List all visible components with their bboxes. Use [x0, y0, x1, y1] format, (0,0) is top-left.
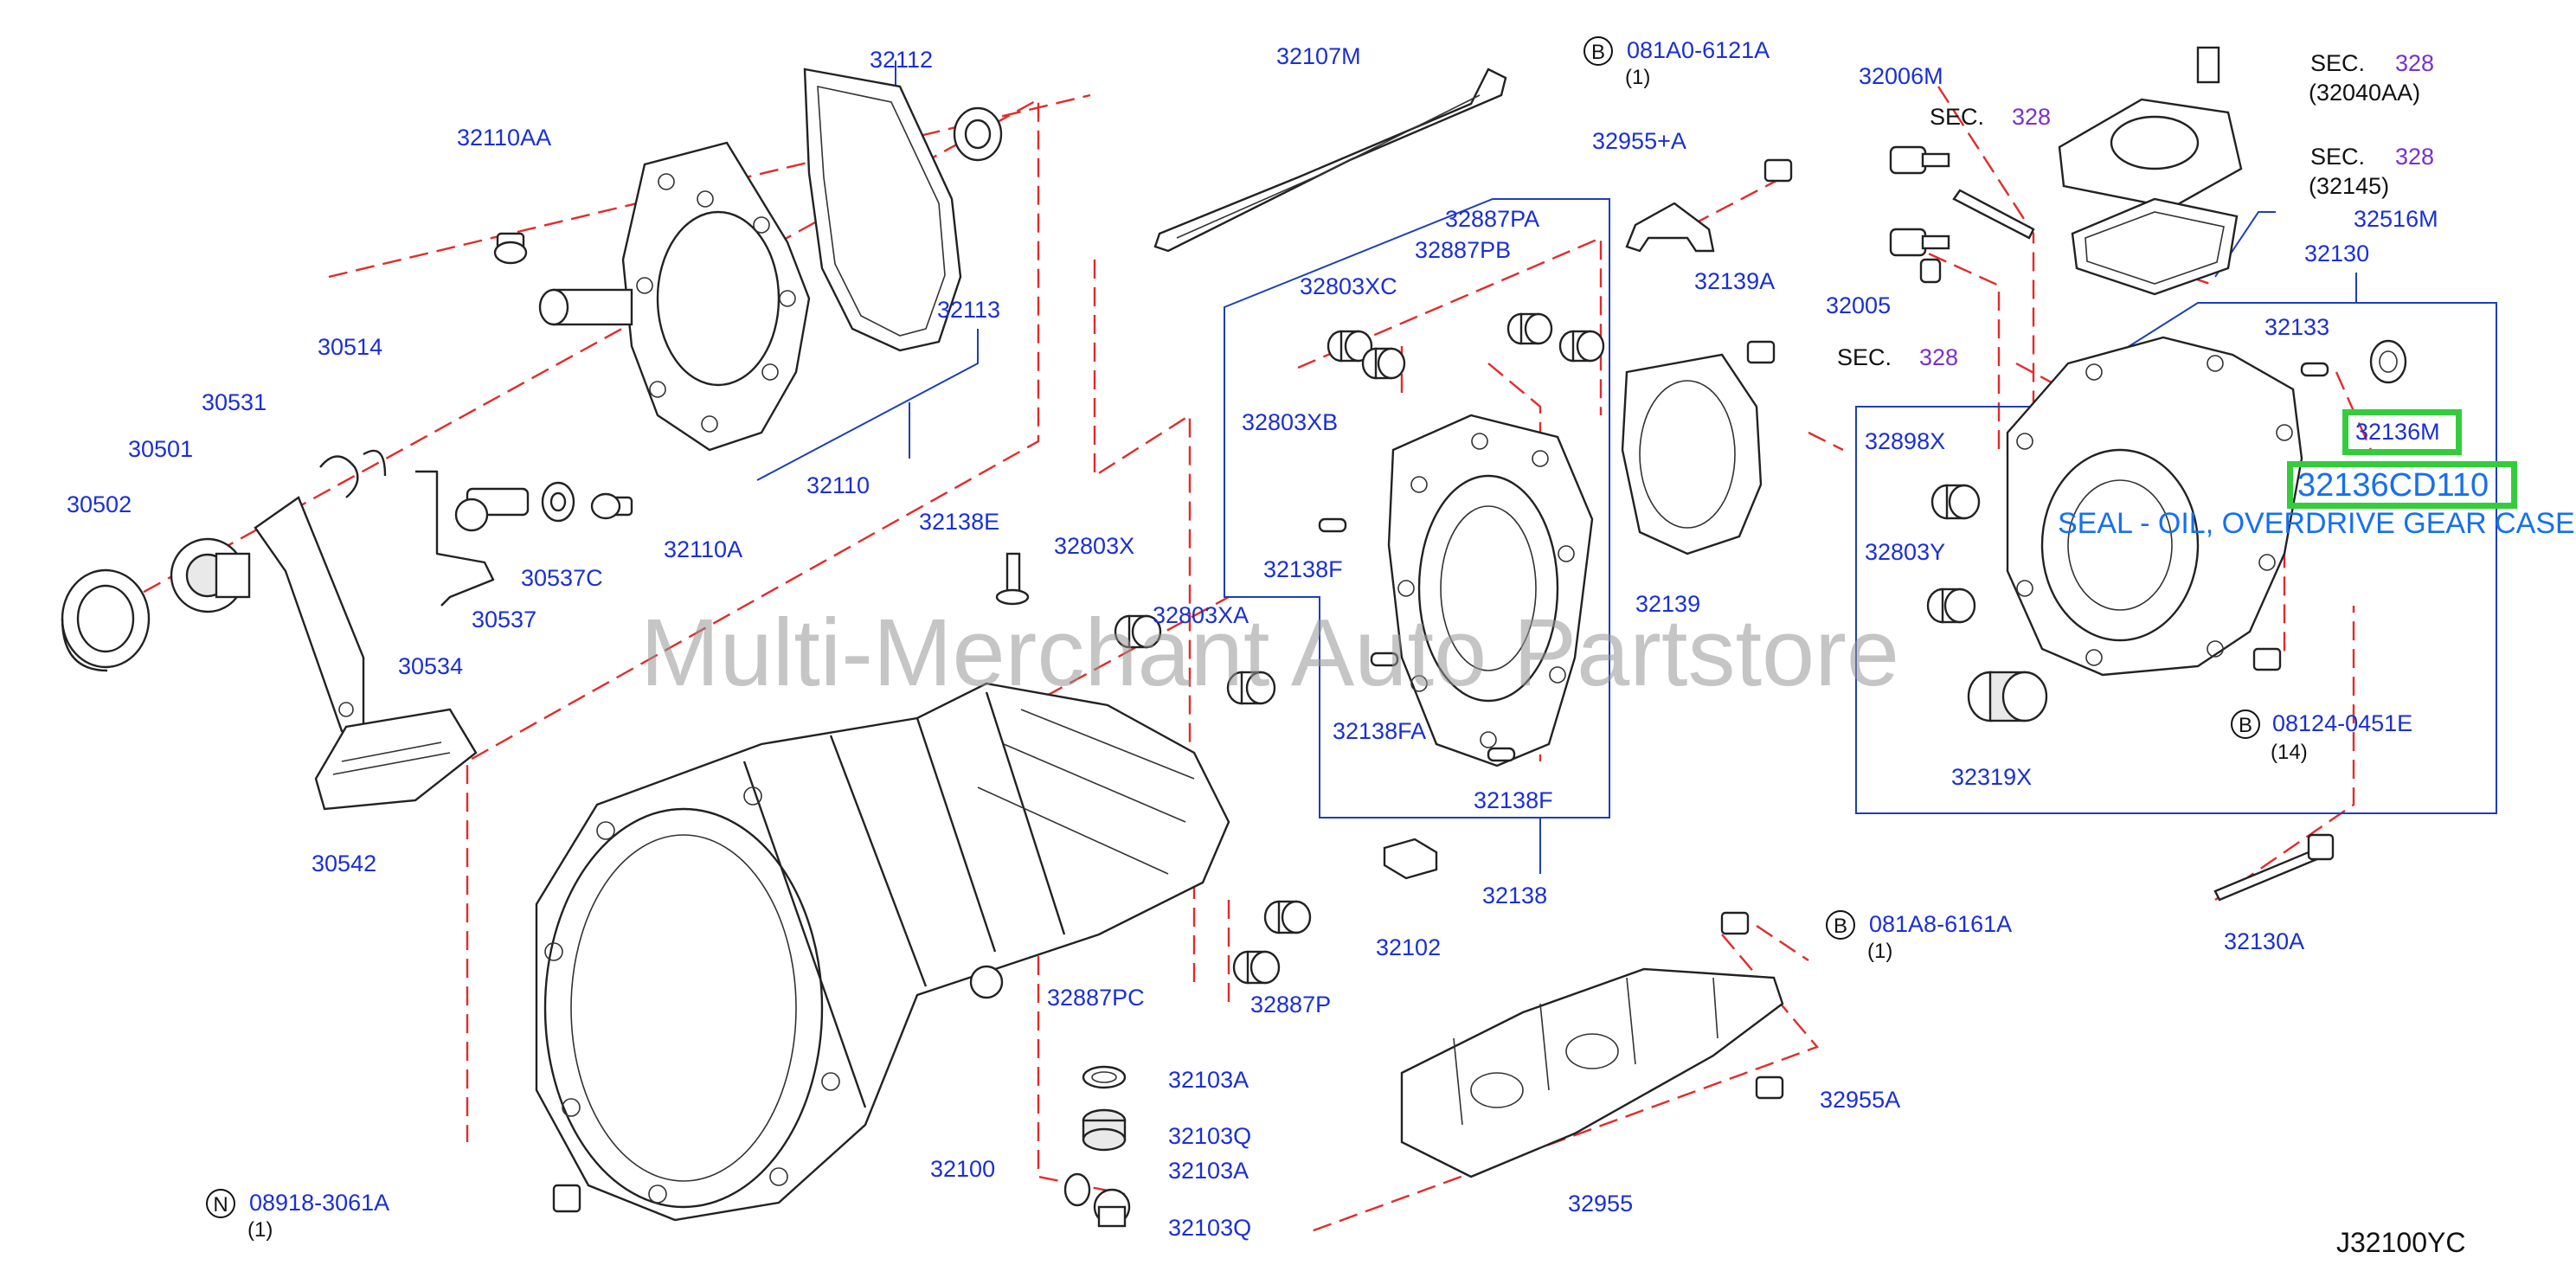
callout-081A8-6161A[interactable]: 081A8-6161A	[1869, 911, 2013, 937]
overdrive-case-group	[1889, 46, 2407, 902]
callout-32006M[interactable]: 32006M	[1859, 63, 1943, 89]
front-cover-group	[493, 67, 1003, 520]
sec-label-1: SEC.	[1930, 104, 1985, 130]
callout-32110[interactable]: 32110	[806, 472, 870, 498]
gasket-32139-group	[1621, 158, 1793, 555]
highlight-part-number[interactable]: 32136CD110	[2297, 467, 2489, 504]
small-parts-center	[552, 552, 1312, 1228]
ref-32040AA: (32040AA)	[2309, 80, 2421, 106]
callout-32113[interactable]: 32113	[937, 297, 1001, 323]
callout-30514[interactable]: 30514	[318, 334, 383, 360]
callout-32139A[interactable]: 32139A	[1694, 268, 1776, 294]
callout-32955A[interactable]: 32955A	[1820, 1087, 1901, 1113]
callout-32110A[interactable]: 32110A	[664, 536, 743, 562]
callout-32319X[interactable]: 32319X	[1951, 764, 2033, 790]
callout-30501[interactable]: 30501	[128, 436, 194, 462]
callout-32887PB[interactable]: 32887PB	[1415, 237, 1512, 263]
callout-30531[interactable]: 30531	[202, 389, 267, 415]
transmission-case	[535, 682, 1230, 1222]
callout-30502[interactable]: 30502	[67, 491, 132, 517]
callout-32103Q-upper[interactable]: 32103Q	[1168, 1123, 1252, 1149]
callout-30537[interactable]: 30537	[472, 607, 537, 632]
callout-32803X[interactable]: 32803X	[1054, 533, 1135, 559]
sec-number-4[interactable]: 328	[2395, 144, 2435, 170]
callout-32138F-upper[interactable]: 32138F	[1263, 556, 1343, 582]
highlight-box-32136M[interactable]	[2342, 409, 2462, 455]
callout-32803XC[interactable]: 32803XC	[1300, 273, 1397, 299]
callout-32887PC[interactable]: 32887PC	[1047, 985, 1145, 1011]
clutch-release-group	[61, 449, 575, 811]
sec-number-3[interactable]: 328	[2395, 50, 2435, 76]
callout-32138FA[interactable]: 32138FA	[1333, 718, 1427, 744]
callout-32107M[interactable]: 32107M	[1276, 43, 1361, 69]
callout-30537C[interactable]: 30537C	[521, 565, 603, 591]
callout-32130[interactable]: 32130	[2304, 241, 2370, 266]
highlight-description: SEAL - OIL, OVERDRIVE GEAR CASE	[2058, 507, 2575, 540]
callout-32133[interactable]: 32133	[2264, 314, 2330, 340]
callout-08918-3061A[interactable]: 08918-3061A	[249, 1190, 390, 1216]
circle-b-081A0: B	[1584, 36, 1613, 66]
qty-08124: (14)	[2271, 741, 2308, 764]
bracket-32107M	[1153, 67, 1507, 253]
sec-label-3: SEC.	[2310, 50, 2366, 76]
callout-32955-plus-A[interactable]: 32955+A	[1592, 128, 1686, 154]
sec-number-1[interactable]: 328	[2012, 104, 2052, 130]
callout-30534[interactable]: 30534	[398, 653, 464, 679]
callout-30542[interactable]: 30542	[312, 851, 377, 876]
callout-32887PA[interactable]: 32887PA	[1445, 206, 1540, 232]
callout-32138[interactable]: 32138	[1482, 883, 1548, 908]
callout-32803XB[interactable]: 32803XB	[1242, 409, 1339, 435]
callout-32139[interactable]: 32139	[1635, 591, 1701, 617]
qty-081A8: (1)	[1867, 940, 1893, 963]
sec-label-4: SEC.	[2310, 144, 2366, 170]
callout-32103Q-lower[interactable]: 32103Q	[1168, 1215, 1252, 1241]
callout-32005[interactable]: 32005	[1826, 292, 1892, 318]
diagram-code: J32100YC	[2336, 1227, 2466, 1258]
qty-08918: (1)	[247, 1218, 273, 1242]
callout-32112[interactable]: 32112	[870, 47, 934, 73]
sec-label-2: SEC.	[1837, 344, 1892, 370]
callout-081A0-6121A[interactable]: 081A0-6121A	[1627, 37, 1770, 63]
callout-32138E[interactable]: 32138E	[919, 509, 1000, 535]
sec-number-2[interactable]: 328	[1919, 344, 1959, 370]
callout-32138F-lower[interactable]: 32138F	[1474, 787, 1553, 813]
highlight-box-part-number[interactable]	[2287, 461, 2517, 509]
callout-32103A-upper[interactable]: 32103A	[1168, 1067, 1249, 1093]
callout-32100[interactable]: 32100	[930, 1156, 996, 1182]
ref-32145: (32145)	[2309, 173, 2390, 199]
callout-32130A[interactable]: 32130A	[2224, 928, 2305, 954]
callout-32803XA[interactable]: 32803XA	[1153, 602, 1249, 628]
callout-08124-0451E[interactable]: 08124-0451E	[2272, 710, 2413, 736]
callout-32516M[interactable]: 32516M	[2354, 206, 2438, 232]
callout-32955[interactable]: 32955	[1568, 1191, 1634, 1217]
callout-32136M[interactable]: 32136M	[2355, 419, 2440, 445]
callout-32898X[interactable]: 32898X	[1865, 428, 1946, 454]
circle-b-08124: B	[2231, 709, 2260, 739]
adapter-plate-group	[1318, 312, 1605, 880]
bottom-plate-32955	[1400, 911, 1784, 1178]
callout-32803Y[interactable]: 32803Y	[1865, 539, 1946, 565]
qty-081A0: (1)	[1625, 66, 1651, 89]
callout-32110AA[interactable]: 32110AA	[457, 125, 552, 151]
callout-32102[interactable]: 32102	[1376, 934, 1442, 960]
callout-32103A-lower[interactable]: 32103A	[1168, 1158, 1249, 1184]
circle-b-081A8: B	[1826, 910, 1855, 940]
watermark: Multi-Merchant Auto Partstore	[640, 600, 1900, 706]
circle-n-08918: N	[206, 1189, 235, 1218]
callout-32887P[interactable]: 32887P	[1250, 992, 1332, 1018]
